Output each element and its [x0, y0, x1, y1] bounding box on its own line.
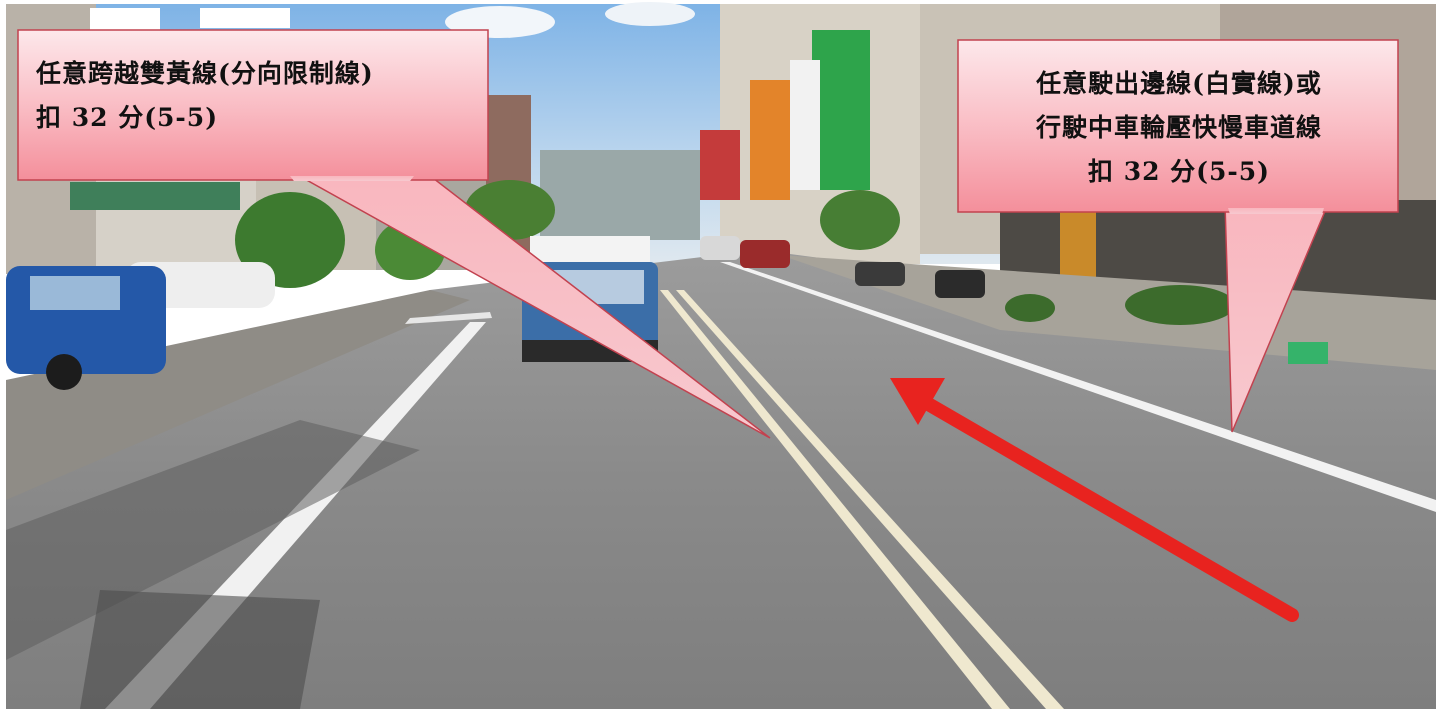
callout-left-line-2: 扣 32 分(5-5) [36, 103, 219, 132]
distant-car [740, 240, 790, 268]
distant-buildings [540, 150, 700, 240]
yellow-double-line-a [660, 290, 1010, 709]
green-banner [812, 30, 870, 190]
callout-right-line-1: 任意駛出邊線(白實線)或 [1036, 69, 1322, 98]
scooter [855, 262, 905, 286]
scooter [935, 270, 985, 298]
green-basin [1288, 342, 1328, 364]
van-wheel [46, 354, 82, 390]
shop-banner [790, 60, 820, 190]
callout-left-line-1: 任意跨越雙黃線(分向限制線) [36, 59, 374, 88]
road [6, 250, 1436, 709]
red-arrow [890, 378, 1299, 622]
callout-left-bubble [17, 29, 771, 439]
plants [1125, 285, 1235, 325]
stop-line [405, 312, 492, 324]
tree [820, 190, 900, 250]
cloud [605, 2, 695, 26]
callout-right-bubble [957, 39, 1399, 433]
callout-left-text: 任意跨越雙黃線(分向限制線) 扣 32 分(5-5) [36, 52, 374, 140]
callout-right-text: 任意駛出邊線(白實線)或 行駛中車輪壓快慢車道線 扣 32 分(5-5) [960, 62, 1398, 194]
shop-sign [90, 8, 160, 30]
yellow-double-line-b [676, 290, 1064, 709]
sidewalk-left [6, 290, 470, 500]
shop-banner [700, 130, 740, 200]
shop-sign [200, 8, 290, 28]
white-edge-line-right [720, 262, 1436, 512]
callout-right-line-2: 行駛中車輪壓快慢車道線 [1035, 113, 1322, 142]
van-window [30, 276, 120, 310]
plants [1005, 294, 1055, 322]
road-shadow [80, 590, 320, 709]
distant-car [700, 236, 740, 260]
shop-banner [750, 80, 790, 200]
awning [70, 182, 240, 210]
callout-right-line-3: 扣 32 分(5-5) [1087, 157, 1271, 186]
